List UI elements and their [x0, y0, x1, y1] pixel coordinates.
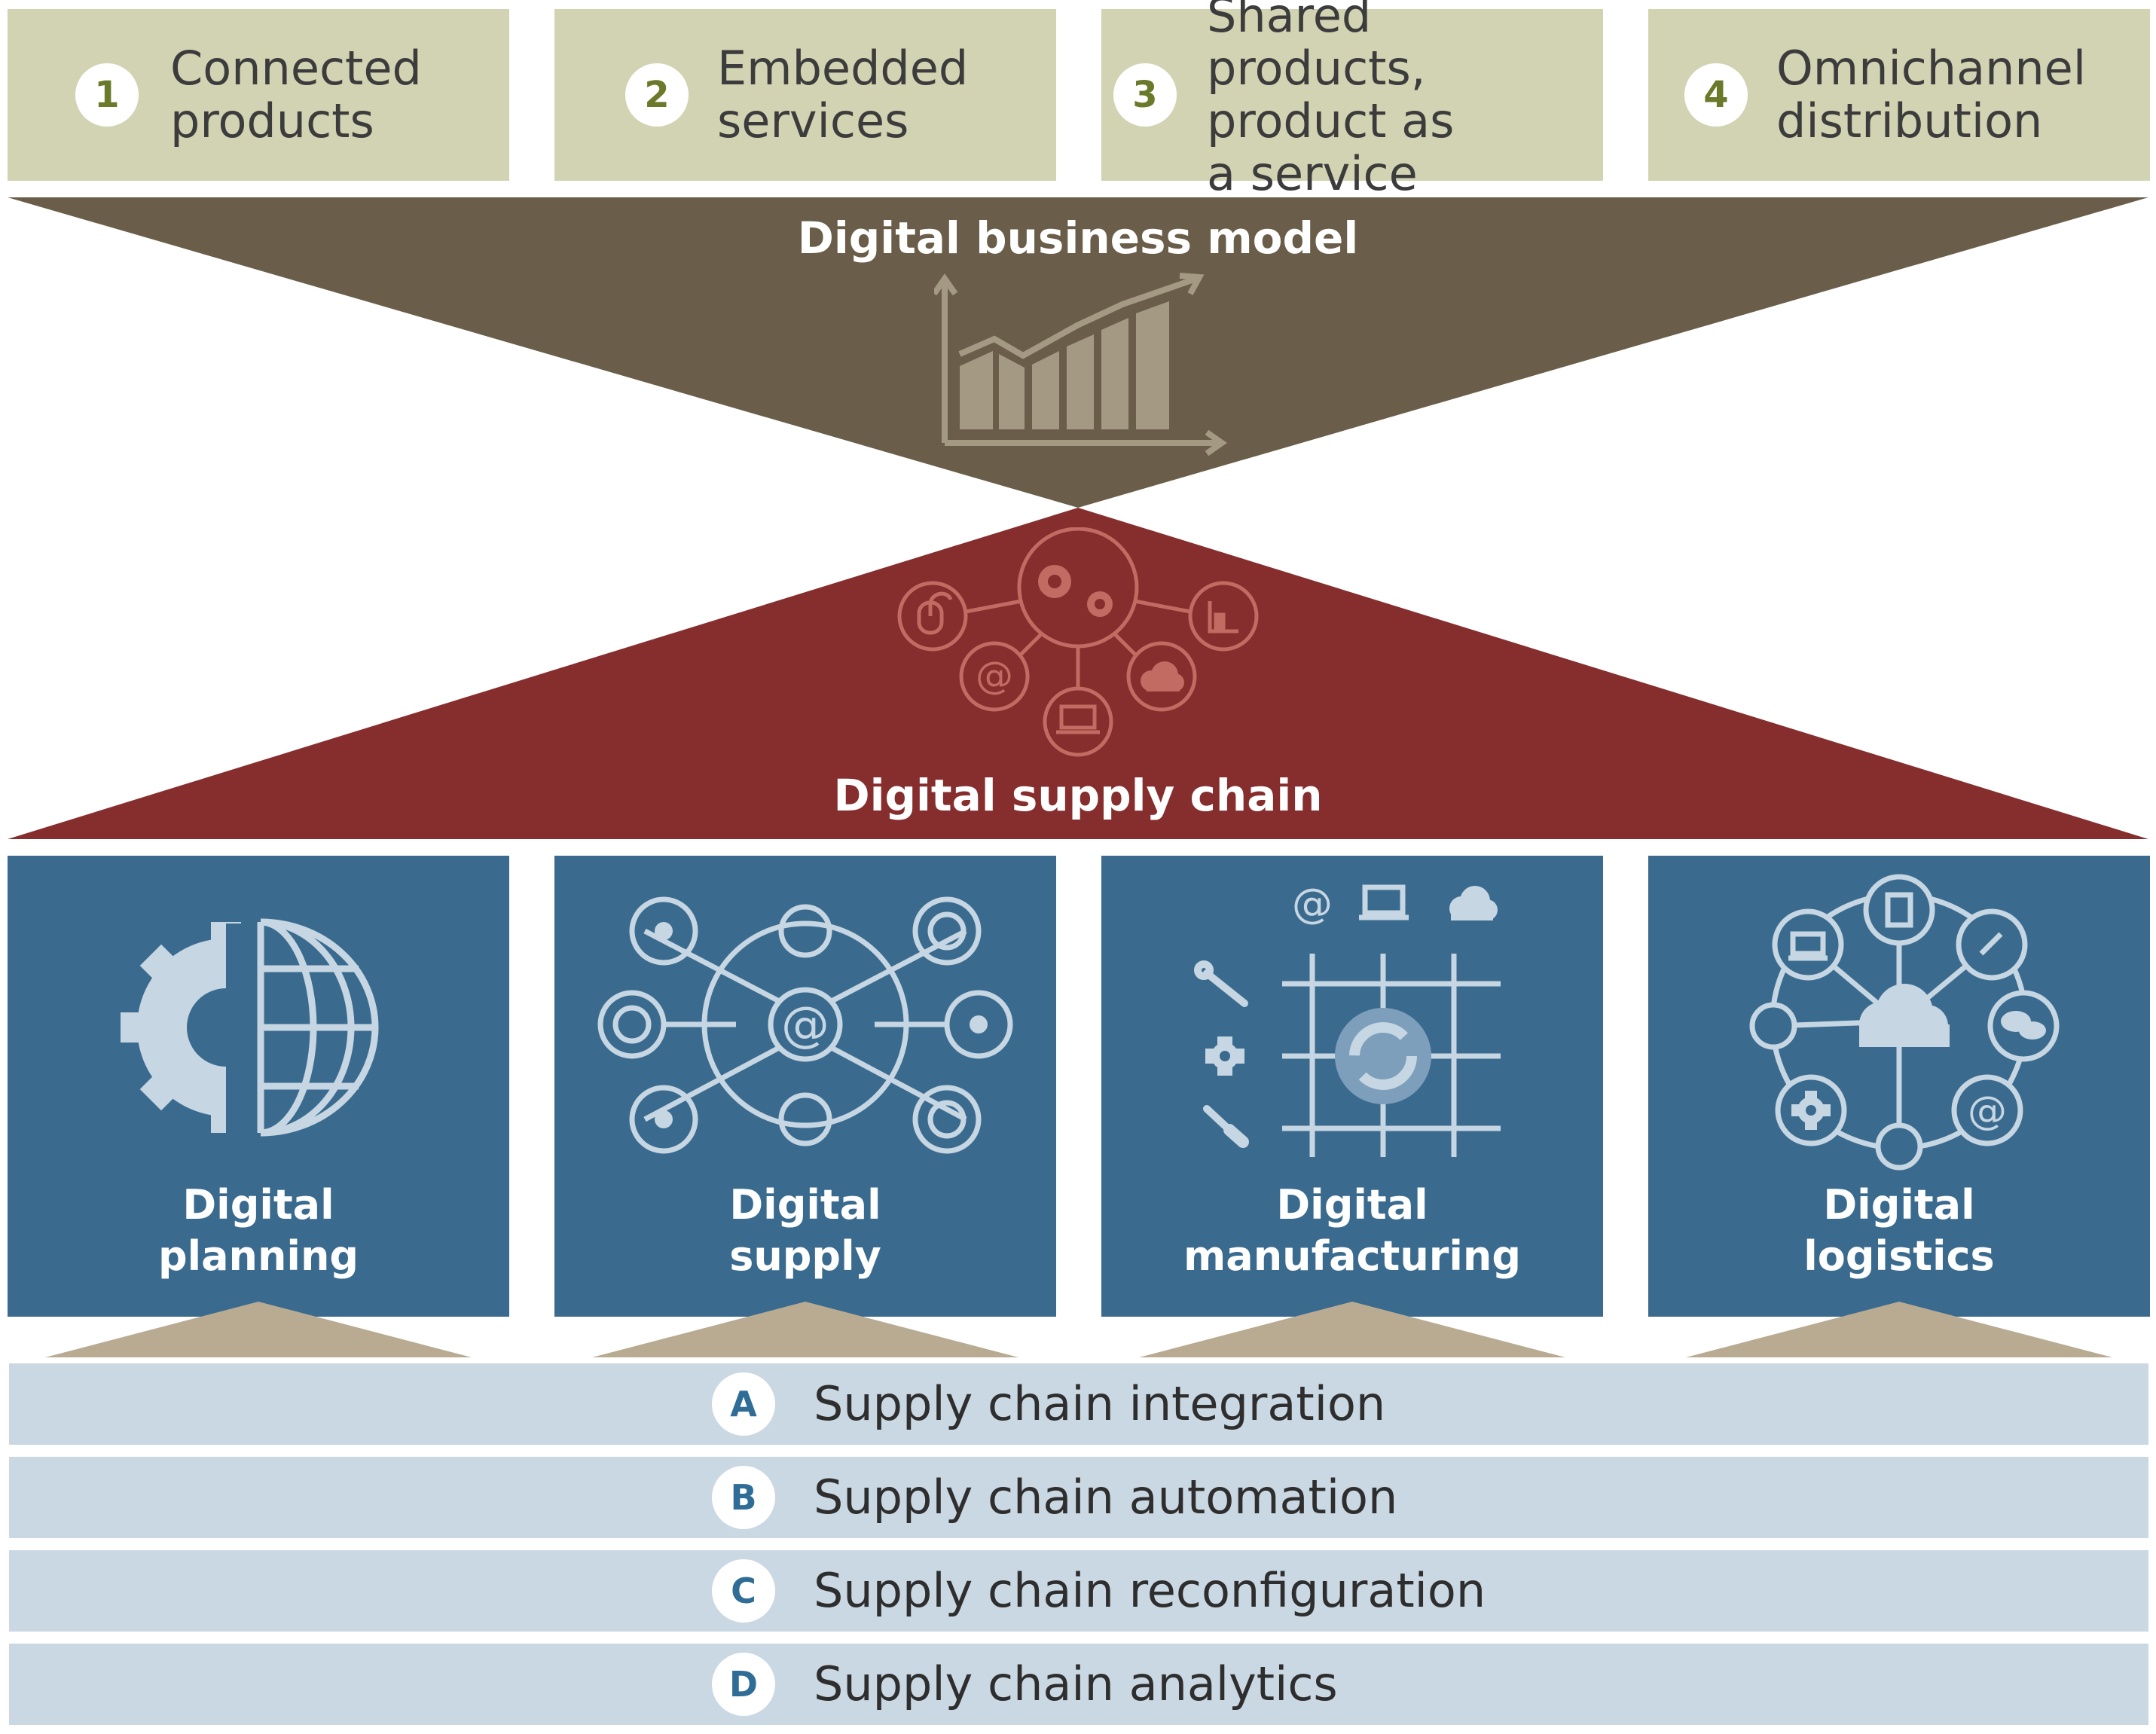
svg-text:@: @ — [781, 997, 829, 1053]
business-model-label: Shared products, product as a service — [1207, 0, 1455, 201]
growth-chart-icon — [934, 273, 1227, 456]
number-badge: 2 — [625, 63, 689, 127]
business-model-box-3: 3 Shared products, product as a service — [1101, 0, 1603, 200]
enabler-letter-badge: D — [712, 1653, 775, 1716]
number-badge: 1 — [75, 63, 139, 127]
enabler-letter-badge: B — [712, 1466, 775, 1529]
capability-label: Digital logistics — [1803, 1181, 1995, 1280]
connector-triangle — [1686, 1302, 2112, 1357]
enabler-bar-b: B Supply chain automation — [9, 1457, 2148, 1538]
business-model-box-2: 2 Embedded services — [554, 9, 1056, 181]
enabler-bar-d: D Supply chain analytics — [9, 1644, 2148, 1725]
number-badge: 4 — [1684, 63, 1748, 127]
capability-label: Digital manufacturing — [1183, 1181, 1522, 1280]
digital-supply-chain-title: Digital supply chain — [833, 770, 1323, 821]
business-model-label: Embedded services — [717, 41, 969, 148]
connector-triangle — [1139, 1302, 1565, 1357]
connected-network-icon: @ — [897, 527, 1259, 757]
capability-label: Digital planning — [157, 1181, 359, 1280]
capability-box-planning: Digital planning — [8, 856, 509, 1317]
enabler-bar-a: A Supply chain integration — [9, 1363, 2148, 1445]
gear-globe-icon — [121, 918, 379, 1137]
svg-text:@: @ — [1292, 880, 1333, 927]
business-model-label: Connected products — [170, 41, 422, 148]
enabler-label: Supply chain automation — [814, 1470, 1398, 1525]
svg-text:@: @ — [976, 654, 1013, 698]
connector-triangle — [45, 1302, 472, 1357]
capability-box-manufacturing: @ Digital manufacturing — [1101, 856, 1603, 1317]
number-badge: 3 — [1113, 63, 1177, 127]
cloud-network-icon: @ — [1749, 874, 2060, 1171]
digital-business-model-title: Digital business model — [797, 212, 1359, 264]
enabler-label: Supply chain analytics — [814, 1656, 1338, 1711]
enabler-label: Supply chain reconfiguration — [814, 1563, 1486, 1618]
svg-text:@: @ — [1968, 1088, 2007, 1134]
capability-label: Digital supply — [729, 1181, 881, 1280]
grid-sync-icon: @ — [1194, 880, 1501, 1157]
connector-triangle — [592, 1302, 1018, 1357]
capability-box-supply: @ Digital supply — [554, 856, 1056, 1317]
business-model-label: Omnichannel distribution — [1776, 41, 2087, 148]
connector-triangles — [45, 1302, 2112, 1357]
enabler-letter-badge: A — [712, 1372, 775, 1436]
capability-box-logistics: @ Digital logistics — [1648, 856, 2150, 1317]
network-hub-icon: @ — [597, 896, 1013, 1154]
enabler-bar-c: C Supply chain reconfiguration — [9, 1550, 2148, 1632]
business-model-box-4: 4 Omnichannel distribution — [1648, 9, 2150, 181]
enabler-letter-badge: C — [712, 1559, 775, 1623]
business-model-box-1: 1 Connected products — [8, 9, 509, 181]
enabler-label: Supply chain integration — [814, 1376, 1386, 1431]
